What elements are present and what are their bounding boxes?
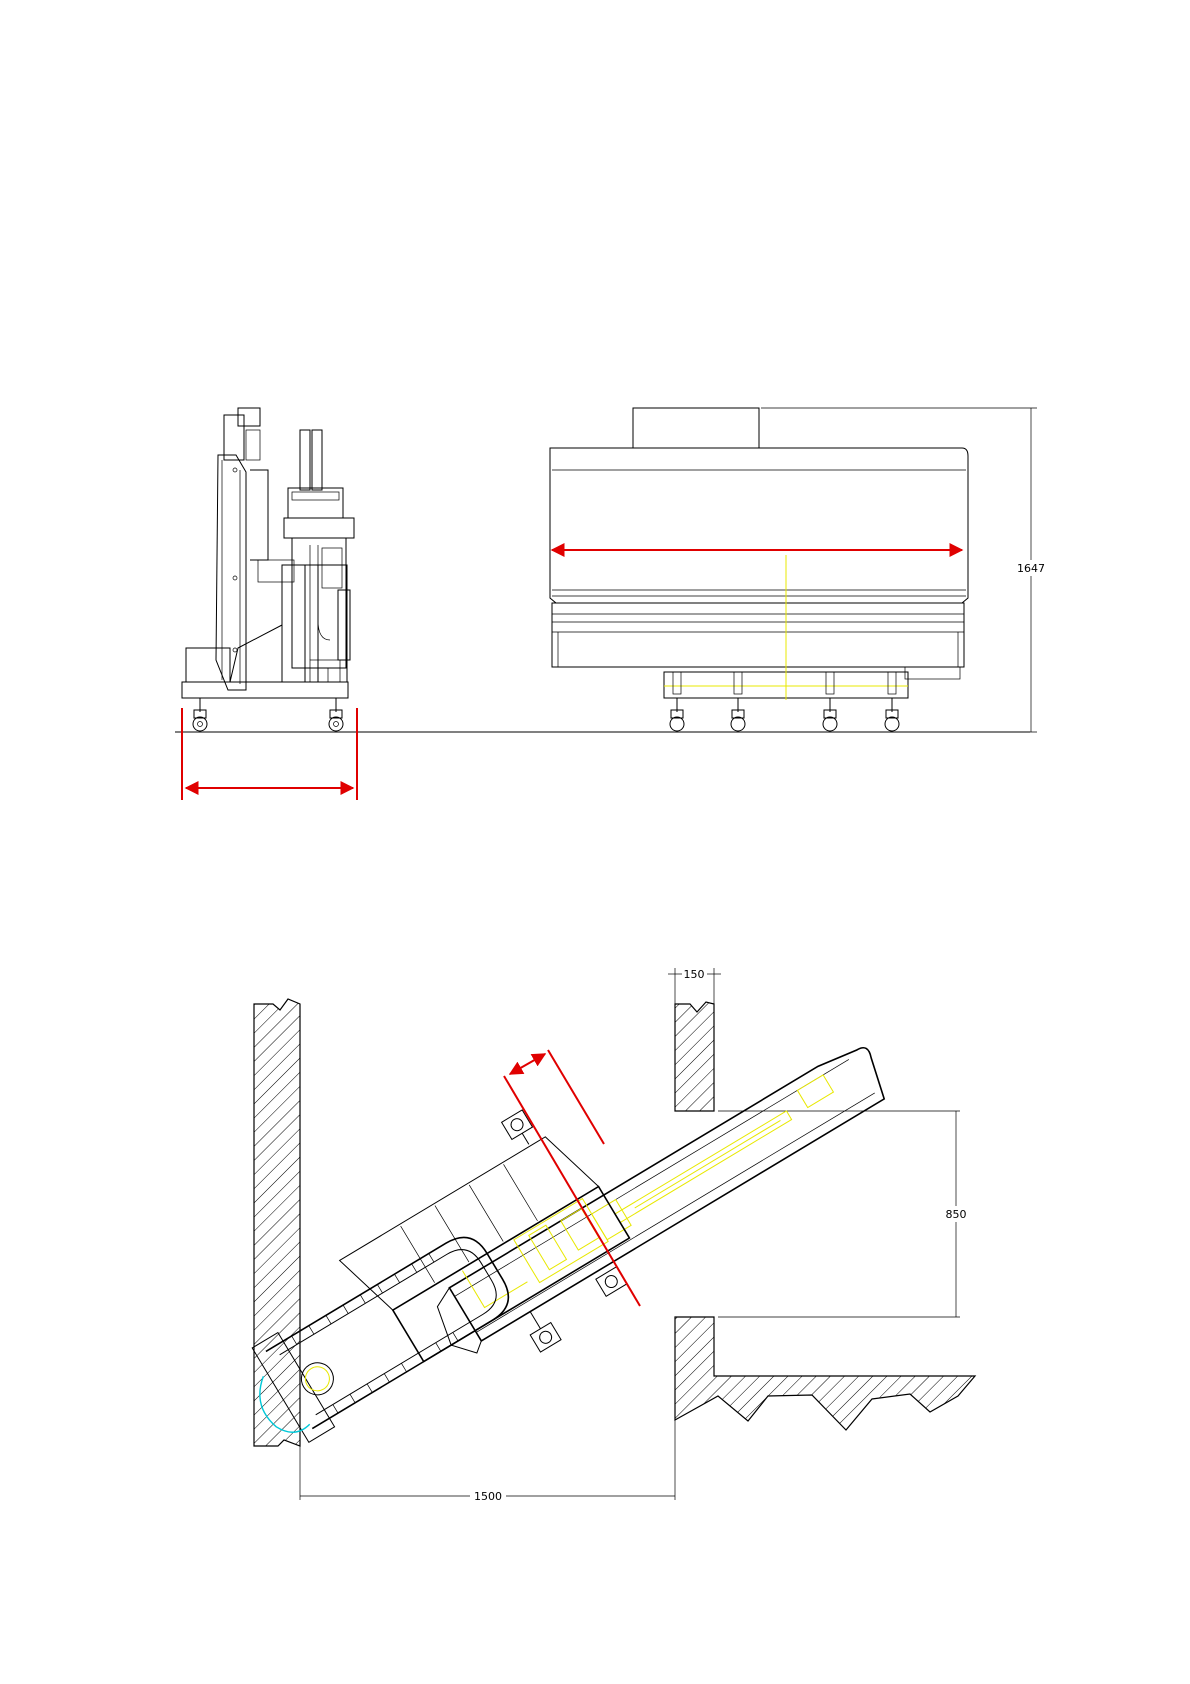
opening-dimension-label: 850 [946,1208,967,1221]
folded-machine-side-view [182,408,354,731]
stand-leg [823,672,837,731]
stand-leg [731,672,745,731]
corridor-dimension: 1500 [300,1420,675,1503]
lower-right-wall [675,1317,975,1430]
wall-thickness-dimension: 150 [668,968,721,1004]
left-wall [254,999,300,1446]
stand-leg [670,672,684,731]
height-dimension: 1647 [761,408,1048,732]
caster-wheel [329,698,343,731]
side-view: 1647 [175,408,1048,800]
plan-view: 150 850 1500 [199,941,975,1503]
machine-width-marker [182,708,357,800]
cabinet-side-view [550,408,968,731]
caster-wheel [193,698,207,731]
mounting-foot [596,1267,627,1297]
wall-thickness-label: 150 [684,968,705,981]
height-dimension-label: 1647 [1017,562,1045,575]
opening-dimension: 850 [718,1111,972,1317]
mounting-foot [520,1305,561,1352]
track-rail [425,1040,898,1362]
clearance-marker [504,1050,640,1306]
corridor-dimension-label: 1500 [474,1490,502,1503]
upper-right-wall [675,1002,714,1111]
stand-leg [885,672,899,731]
machine-plan-view [199,941,914,1490]
